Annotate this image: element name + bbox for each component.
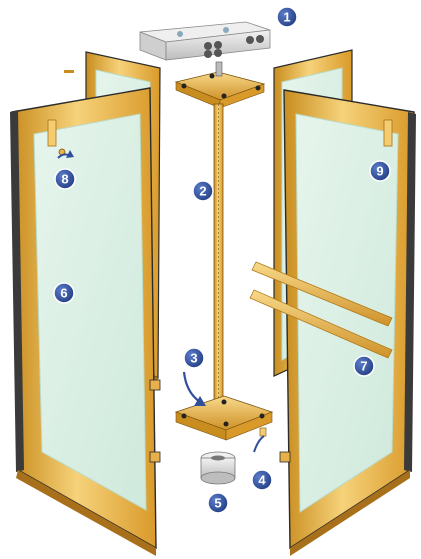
- callout-number: 2: [199, 184, 206, 199]
- door-clip-right: [384, 120, 392, 146]
- callout-5: 5: [208, 493, 228, 513]
- callout-number: 4: [258, 473, 266, 488]
- callout-number: 9: [376, 164, 383, 179]
- bottom-cross-hub: [176, 396, 272, 440]
- callout-2: 2: [193, 181, 213, 201]
- callout-number: 7: [360, 359, 367, 374]
- floor-bearing: [201, 452, 235, 484]
- loose-pin: [64, 70, 74, 73]
- callout-number: 3: [190, 351, 197, 366]
- front-right-door: [280, 90, 416, 556]
- callout-number: 8: [61, 172, 68, 187]
- callout-6: 6: [54, 283, 74, 303]
- callout-number: 1: [283, 10, 290, 25]
- callout-8: 8: [55, 169, 75, 189]
- center-shaft: [214, 104, 223, 404]
- callout-3: 3: [184, 348, 204, 368]
- callout-number: 5: [214, 496, 221, 511]
- callout-1: 1: [277, 7, 297, 27]
- callout-9: 9: [370, 161, 390, 181]
- top-cross-hub: [176, 62, 264, 108]
- hub-fastener: [254, 428, 266, 452]
- top-bearing-block: [140, 22, 270, 60]
- callout-4: 4: [252, 470, 272, 490]
- callout-number: 6: [60, 286, 67, 301]
- front-left-door: [10, 88, 160, 556]
- callout-arrow-3: [184, 372, 200, 402]
- callout-7: 7: [354, 356, 374, 376]
